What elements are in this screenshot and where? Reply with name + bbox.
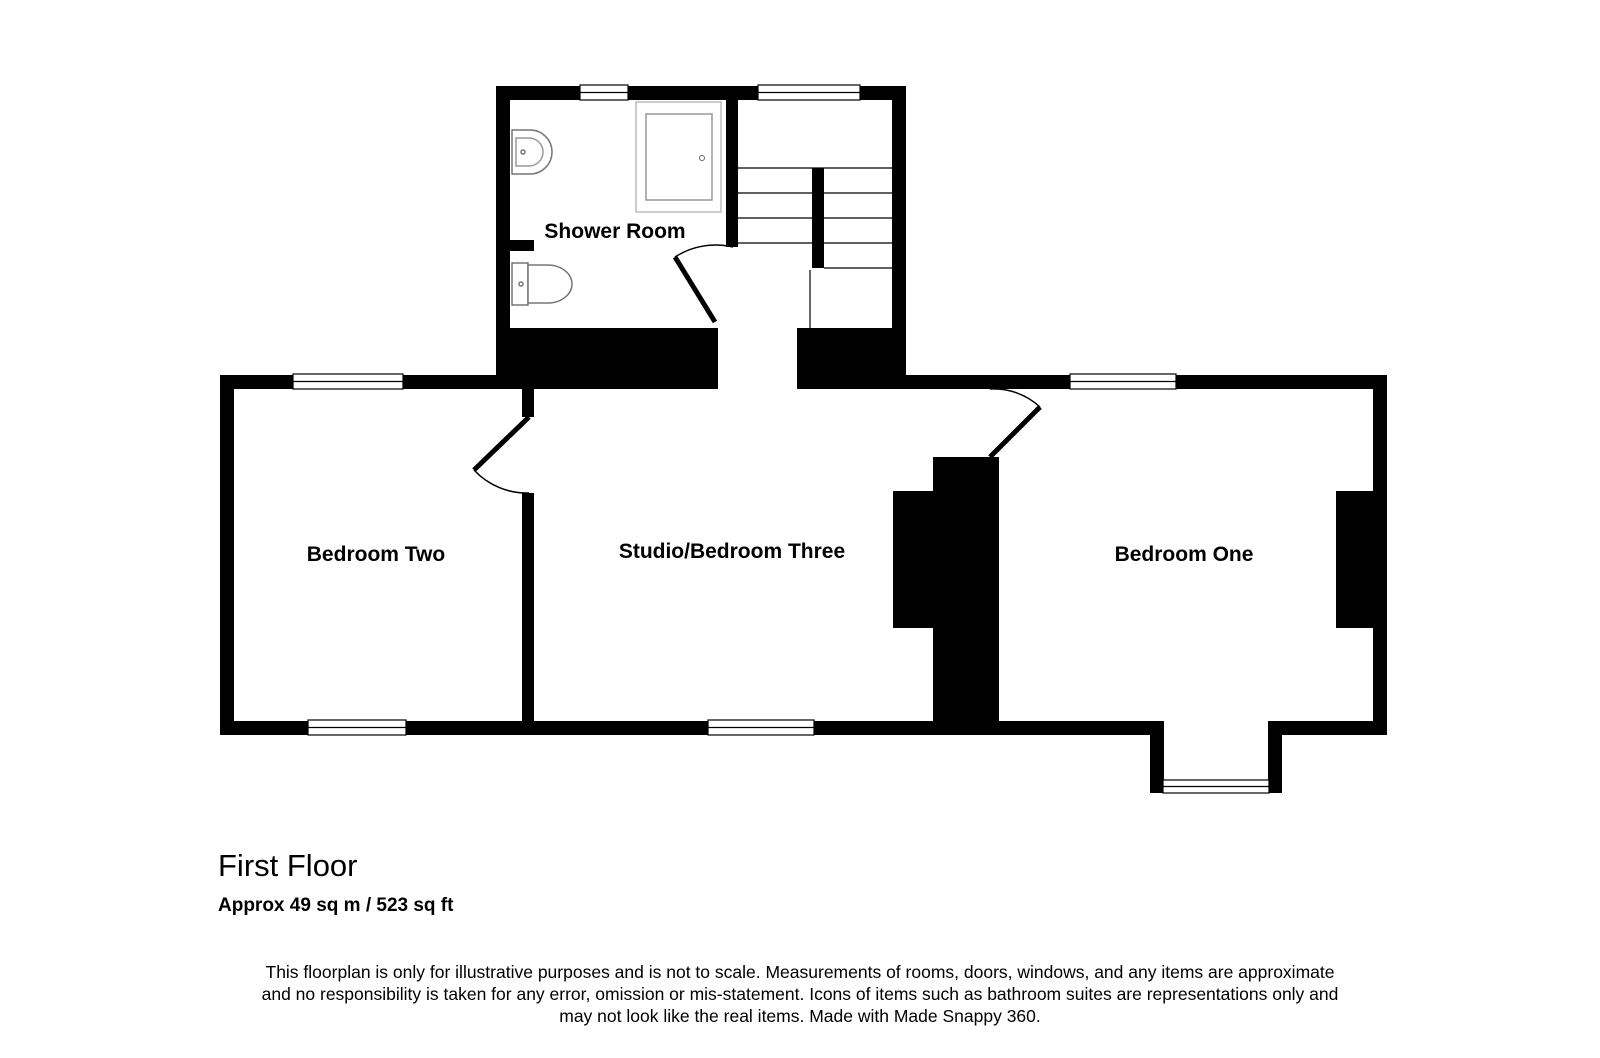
disclaimer-line: This floorplan is only for illustrative … — [265, 962, 1335, 982]
disclaimer: This floorplan is only for illustrative … — [200, 961, 1400, 1027]
chimney-breast-right — [1336, 491, 1376, 628]
chimney-breast-center — [933, 457, 999, 735]
window-bedroom-two-top — [292, 373, 404, 390]
wall-shower-stairs — [726, 100, 738, 247]
windows — [292, 84, 1270, 794]
window-bedroom-one-top — [1069, 373, 1177, 390]
floor-area: Approx 49 sq m / 523 sq ft — [218, 895, 454, 916]
window-bedroom-two-bottom — [307, 719, 407, 736]
wall-bottom-right-a — [990, 721, 1160, 735]
window-landing — [757, 84, 861, 101]
shower-tray-icon — [635, 101, 722, 213]
wall-wing-bottom-right — [797, 328, 906, 389]
chimney-breast-side — [893, 491, 938, 628]
disclaimer-line: may not look like the real items. Made w… — [559, 1006, 1041, 1026]
partition-left-lower — [522, 493, 534, 721]
room-label-bedroom-one: Bedroom One — [1115, 543, 1254, 566]
bay-wall-left — [1150, 721, 1164, 793]
room-label-bedroom-two: Bedroom Two — [307, 543, 445, 566]
window-bay — [1162, 779, 1270, 794]
room-label-shower-room: Shower Room — [544, 220, 685, 243]
wash-basin-icon — [511, 129, 553, 175]
wall-bottom-right-b — [1270, 721, 1387, 735]
wall-wing-left — [496, 86, 510, 389]
wall-stub — [510, 240, 534, 251]
toilet-icon — [511, 262, 573, 306]
room-label-studio-bedroom-three: Studio/Bedroom Three — [619, 540, 845, 563]
door-bedroom-two — [472, 415, 531, 494]
wall-left — [220, 375, 234, 735]
door-bedroom-one — [988, 388, 1042, 459]
window-shower-room — [579, 84, 629, 101]
wall-wing-bottom-left — [496, 328, 718, 389]
door-shower-room — [672, 244, 734, 324]
wall-wing-right — [892, 86, 906, 389]
disclaimer-line: and no responsibility is taken for any e… — [261, 984, 1339, 1004]
floor-plan: Shower Room Bedroom Two Studio/Bedroom T… — [220, 84, 1387, 794]
bay-wall-right — [1268, 721, 1282, 793]
floor-title: First Floor — [218, 848, 358, 883]
staircase-icon — [738, 167, 892, 328]
walls — [220, 86, 1387, 793]
window-studio-bottom — [707, 719, 815, 736]
wall-right — [1373, 375, 1387, 735]
partition-left-upper — [522, 389, 534, 417]
doors — [472, 244, 1042, 494]
